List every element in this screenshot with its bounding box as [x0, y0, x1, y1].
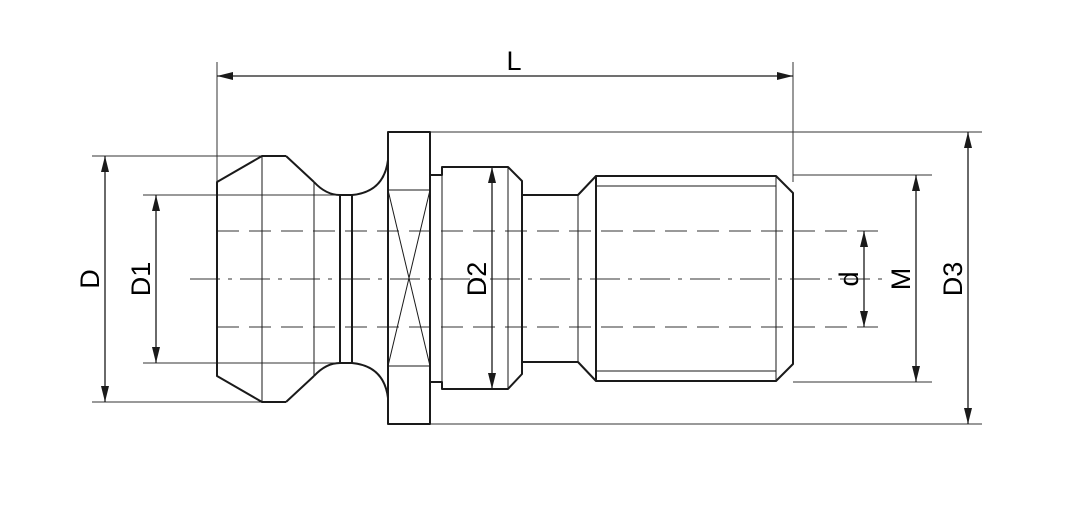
label-M: M — [886, 268, 916, 291]
label-D3: D3 — [938, 262, 968, 297]
label-L: L — [506, 46, 521, 76]
dimension-D1 — [152, 195, 160, 363]
dimension-L — [217, 72, 793, 80]
head-cone — [285, 155, 315, 403]
dimension-D2 — [488, 167, 496, 389]
label-D1: D1 — [126, 262, 156, 297]
dimension-M — [912, 175, 920, 382]
label-D: D — [75, 269, 105, 289]
head-outline — [216, 155, 286, 403]
dimension-d — [860, 231, 868, 327]
extension-lines — [92, 62, 982, 425]
hex-flange — [387, 131, 431, 425]
dimension-D3 — [964, 132, 972, 424]
hidden-bore-lines — [217, 230, 878, 328]
label-D2: D2 — [462, 262, 492, 297]
dimension-D — [101, 156, 109, 402]
pull-stud-part — [216, 131, 794, 425]
label-d: d — [834, 271, 864, 286]
